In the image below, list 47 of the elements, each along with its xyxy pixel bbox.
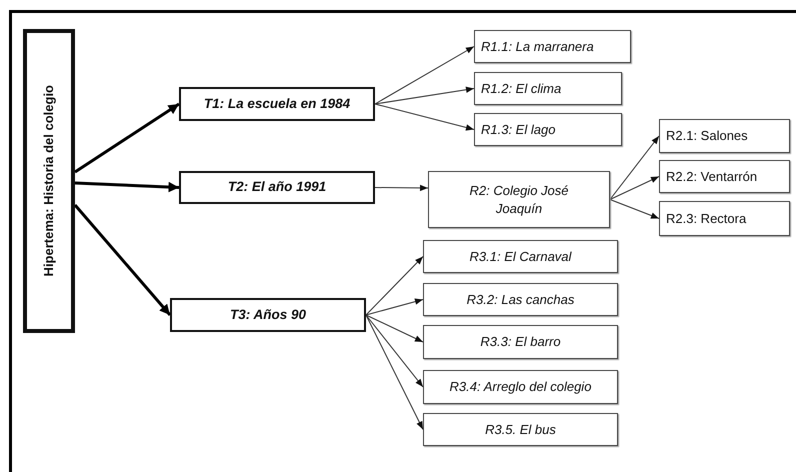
arrow — [374, 184, 428, 192]
topic-box — [179, 87, 375, 121]
box-text: R3.4: Arreglo del colegio — [450, 378, 592, 396]
box-text: Hipertema: Historia del colegio — [40, 85, 58, 277]
arrow — [610, 176, 660, 200]
arrow — [366, 314, 424, 388]
topic-box — [179, 171, 375, 204]
arrow — [366, 298, 424, 316]
topic-box — [170, 298, 366, 332]
subtopic-box — [659, 119, 790, 153]
main-topic-box — [23, 29, 75, 333]
box-text: R1.3: El lago — [481, 120, 556, 138]
box-text: R3.2: Las canchas — [466, 290, 574, 308]
box-text: R1.1: La marranera — [481, 38, 594, 56]
arrow — [610, 199, 660, 219]
subtopic-box — [474, 30, 631, 63]
subtopic-box — [423, 325, 618, 359]
box-text: R1.2: El clima — [481, 80, 562, 98]
subtopic-box — [423, 370, 618, 404]
arrow — [74, 102, 180, 174]
subtopic-box — [423, 413, 618, 446]
box-text: T1: La escuela en 1984 — [204, 94, 350, 113]
box-text: R2.2: Ventarrón — [666, 168, 758, 186]
arrow — [610, 136, 660, 200]
arrow — [366, 314, 424, 430]
arrow — [366, 314, 424, 342]
box-text: R2: Colegio José Joaquín — [468, 182, 570, 218]
box-text: T3: Años 90 — [230, 306, 306, 324]
subtopic-box — [474, 72, 622, 105]
box-text: R2.1: Salones — [666, 127, 748, 145]
arrow — [74, 204, 172, 316]
box-text: R3.3: El barro — [480, 333, 561, 351]
box-text: T2: El año 1991 — [228, 178, 326, 196]
subtopic-box — [659, 201, 790, 236]
arrow — [366, 256, 424, 316]
arrow — [374, 86, 474, 104]
arrow — [74, 182, 180, 192]
subtopic-box — [423, 283, 618, 316]
box-text: R2.3: Rectora — [666, 210, 746, 228]
box-text: R3.5. El bus — [485, 420, 556, 438]
subtopic-box — [659, 160, 790, 193]
arrow — [374, 46, 474, 104]
box-text: R3.1: El Carnaval — [470, 248, 572, 266]
subtopic-box — [423, 240, 618, 273]
subtopic-box — [474, 113, 622, 146]
subtopic-box — [428, 171, 610, 228]
arrow — [374, 104, 474, 131]
